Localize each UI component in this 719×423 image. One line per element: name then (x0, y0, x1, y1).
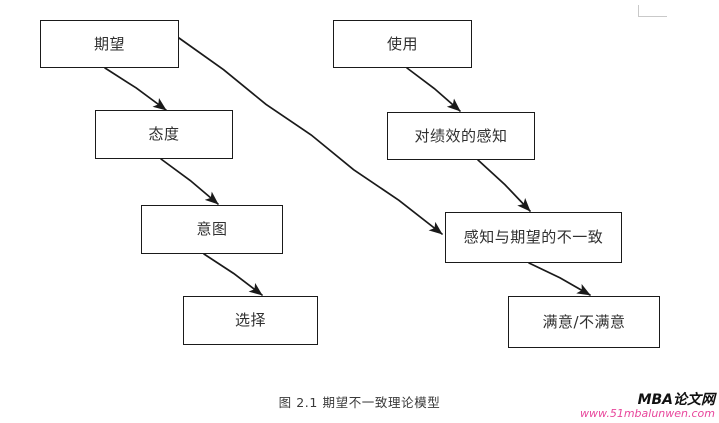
node-perceived: 对绩效的感知 (387, 112, 535, 160)
arrow-expectation-to-attitude (104, 67, 167, 111)
node-disconfirm: 感知与期望的不一致 (445, 212, 622, 263)
node-expectation: 期望 (40, 20, 179, 68)
node-intention: 意图 (141, 205, 283, 254)
scan-corner-mark (638, 5, 667, 17)
figure-caption: 图 2.1 期望不一致理论模型 (278, 395, 441, 410)
node-label-intention: 意图 (196, 220, 228, 238)
arrow-attitude-to-intention (160, 158, 219, 205)
node-satisfaction: 满意/不满意 (508, 296, 660, 348)
node-label-perceived: 对绩效的感知 (414, 126, 508, 145)
watermark: MBA论文网 www.51mbalunwen.com (580, 392, 715, 421)
node-label-usage: 使用 (386, 34, 418, 53)
node-label-expectation: 期望 (93, 34, 125, 53)
arrow-expectation-to-disconfirm (178, 37, 443, 235)
arrow-intention-to-choice (203, 253, 263, 296)
node-attitude: 态度 (95, 110, 233, 159)
arrow-perceived-to-disconfirm (477, 159, 531, 212)
node-label-choice: 选择 (234, 311, 266, 329)
node-usage: 使用 (333, 20, 472, 68)
node-choice: 选择 (183, 296, 318, 345)
arrow-disconfirm-to-satisfaction (528, 262, 591, 296)
node-label-attitude: 态度 (148, 125, 180, 143)
node-label-satisfaction: 满意/不满意 (542, 312, 626, 331)
watermark-brand: MBA论文网 (637, 392, 715, 409)
arrow-usage-to-perceived (406, 67, 461, 112)
node-label-disconfirm: 感知与期望的不一致 (463, 228, 604, 246)
watermark-url: www.51mbalunwen.com (580, 407, 715, 421)
